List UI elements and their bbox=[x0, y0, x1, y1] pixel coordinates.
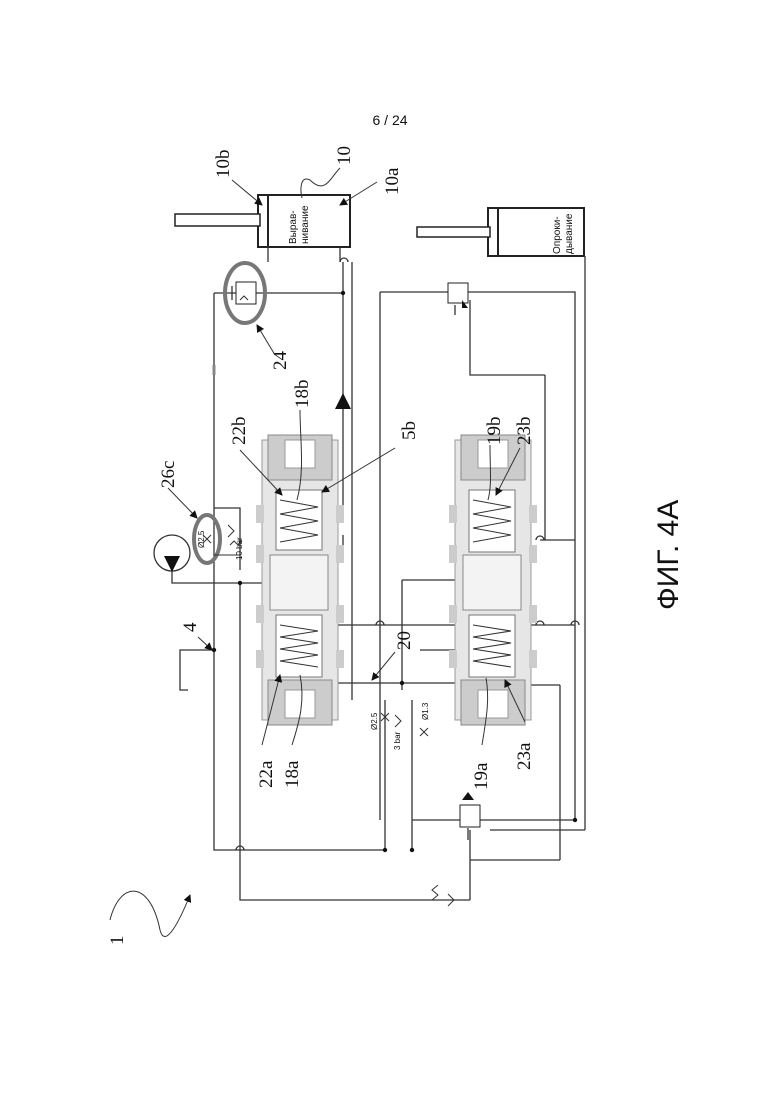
label-5b: 5b bbox=[399, 421, 420, 440]
figure-caption: ФИГ. 4А bbox=[652, 500, 685, 610]
relief-top-text: 10 bar bbox=[235, 537, 244, 560]
label-19a: 19a bbox=[471, 762, 492, 790]
orifice-mid: Ø2.5 3 bar Ø1.3 bbox=[370, 702, 430, 750]
relief-mid-text: 3 bar bbox=[393, 731, 402, 750]
leveling-cylinder: Вырав- нивание bbox=[175, 195, 350, 262]
label-22a: 22a bbox=[256, 760, 277, 788]
label-24: 24 bbox=[270, 351, 291, 371]
tipping-label-1: Опроки- bbox=[552, 216, 563, 254]
label-10a: 10a bbox=[382, 167, 403, 195]
label-18b: 18b bbox=[292, 380, 313, 409]
label-20: 20 bbox=[394, 631, 415, 650]
leveling-label-1: Вырав- bbox=[288, 210, 299, 244]
label-22b: 22b bbox=[229, 417, 250, 446]
label-23b: 23b bbox=[514, 417, 535, 446]
label-1: 1 bbox=[107, 936, 128, 946]
tipping-cylinder: Опроки- дывание bbox=[417, 208, 584, 256]
tipping-label-2: дывание bbox=[564, 213, 575, 254]
label-23a: 23a bbox=[514, 742, 535, 770]
orifice-mid-text: Ø2.5 bbox=[370, 712, 379, 730]
orifice-small-text: Ø1.3 bbox=[421, 702, 430, 720]
orifice-top-text: Ø2.5 bbox=[197, 530, 206, 548]
label-19b: 19b bbox=[484, 417, 505, 446]
label-4: 4 bbox=[180, 622, 201, 632]
valve-2 bbox=[449, 435, 537, 725]
valve-1 bbox=[256, 435, 344, 725]
orifice-26c: Ø2.5 10 bar bbox=[194, 515, 244, 563]
label-26c: 26c bbox=[158, 461, 179, 488]
leveling-label-2: нивание bbox=[300, 205, 311, 244]
check-valve-top-right bbox=[448, 283, 468, 315]
label-18a: 18a bbox=[282, 760, 303, 788]
label-10: 10 bbox=[334, 146, 355, 165]
label-10b: 10b bbox=[213, 150, 234, 179]
